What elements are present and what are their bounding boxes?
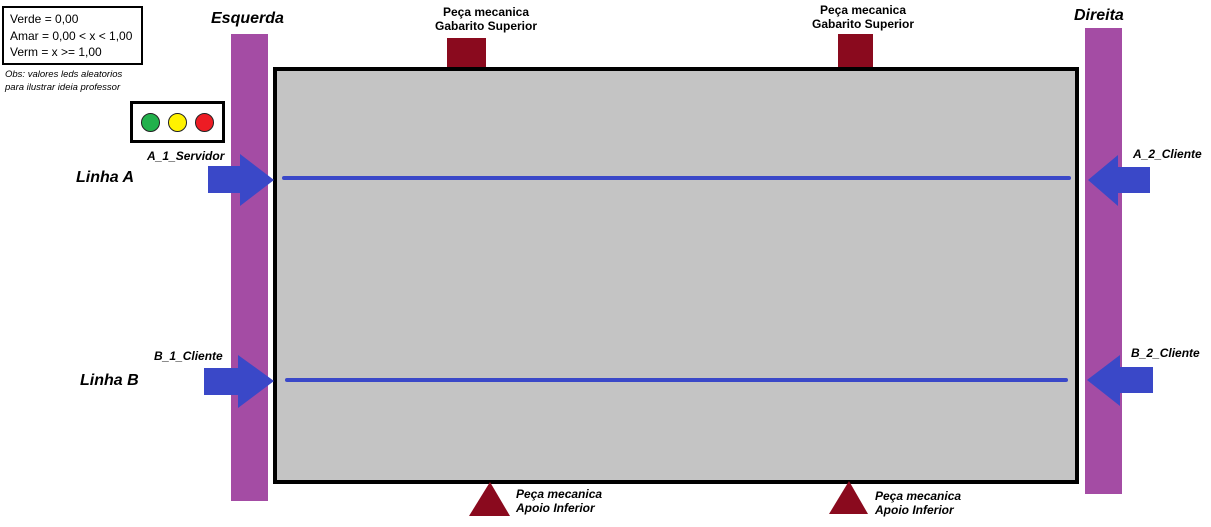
left-side-title: Esquerda — [211, 10, 284, 27]
legend-note: Obs: valores leds aleatorios para ilustr… — [5, 68, 165, 94]
arrow-a1-icon — [208, 154, 274, 206]
legend-red: Verm = x >= 1,00 — [10, 45, 102, 59]
right-side-title: Direita — [1074, 7, 1124, 24]
top-clamp-right — [838, 34, 873, 67]
line-a-bar — [282, 176, 1071, 180]
arrow-b1-icon — [204, 355, 274, 408]
bottom-part-left-line1: Peça mecanica — [516, 487, 603, 501]
led-red-icon — [195, 113, 214, 132]
bottom-part-label-left: Peça mecanica Apoio Inferior — [516, 487, 602, 515]
led-yellow-icon — [168, 113, 187, 132]
port-a2-label: A_2_Cliente — [1133, 147, 1202, 161]
bottom-part-left-line2: Apoio Inferior — [516, 501, 595, 515]
top-part-right-line1: Peça mecanica — [819, 3, 907, 17]
line-a-label: Linha A — [76, 169, 135, 186]
top-part-right-line2: Gabarito Superior — [811, 17, 915, 31]
arrow-a2-icon — [1088, 155, 1150, 206]
line-b-label: Linha B — [80, 372, 139, 389]
line-b-bar — [285, 378, 1068, 382]
right-side-bar — [1085, 28, 1122, 494]
bottom-support-right-icon — [829, 481, 868, 514]
port-b2-label: B_2_Cliente — [1131, 346, 1200, 360]
left-side-bar — [231, 34, 268, 501]
top-part-label-left: Peça mecanica Gabarito Superior — [416, 5, 556, 33]
bottom-part-right-line1: Peça mecanica — [875, 489, 962, 503]
legend-green: Verde = 0,00 — [10, 12, 79, 26]
arrow-b2-icon — [1087, 355, 1153, 406]
top-part-label-right: Peça mecanica Gabarito Superior — [793, 3, 933, 31]
bottom-part-label-right: Peça mecanica Apoio Inferior — [875, 489, 961, 517]
bottom-part-right-line2: Apoio Inferior — [875, 503, 954, 517]
legend-box: Verde = 0,00 Amar = 0,00 < x < 1,00 Verm… — [2, 6, 143, 65]
legend-yellow: Amar = 0,00 < x < 1,00 — [10, 28, 133, 43]
bottom-support-left-icon — [469, 482, 510, 516]
legend-note-line1: Obs: valores leds aleatorios — [5, 69, 123, 80]
led-panel — [130, 101, 225, 143]
port-a1-label: A_1_Servidor — [147, 149, 225, 163]
top-clamp-left — [447, 38, 486, 67]
port-b1-label: B_1_Cliente — [154, 349, 223, 363]
led-green-icon — [141, 113, 160, 132]
legend-note-line2: para ilustrar ideia professor — [5, 82, 121, 93]
main-panel — [273, 67, 1079, 484]
top-part-left-line1: Peça mecanica — [442, 5, 530, 19]
top-part-left-line2: Gabarito Superior — [434, 19, 538, 33]
